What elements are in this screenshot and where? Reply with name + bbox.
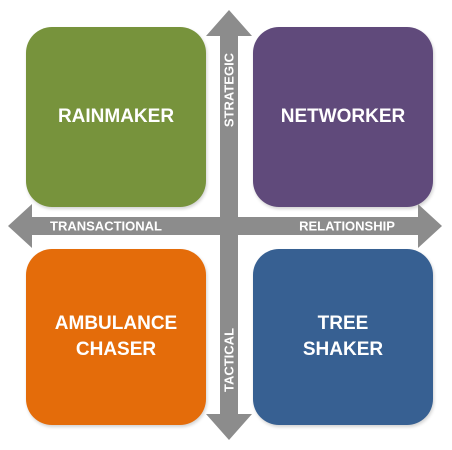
horizontal-axis-arrow: [8, 204, 442, 248]
quadrant-ambulance-chaser: AMBULANCE CHASER: [26, 249, 206, 425]
quadrant-rainmaker: RAINMAKER: [26, 27, 206, 207]
quadrant-networker: NETWORKER: [253, 27, 433, 207]
axis-label-strategic: STRATEGIC: [222, 52, 237, 127]
axis-label-transactional: TRANSACTIONAL: [50, 219, 162, 234]
quadrant-tree-shaker: TREE SHAKER: [253, 249, 433, 425]
quadrant-label-rainmaker: RAINMAKER: [57, 106, 175, 128]
quadrant-label-networker: NETWORKER: [280, 106, 406, 128]
quadrant-label-tree-shaker: TREE SHAKER: [302, 313, 384, 360]
axis-label-relationship: RELATIONSHIP: [299, 219, 395, 234]
quadrant-label-ambulance-chaser: AMBULANCE CHASER: [54, 313, 178, 360]
axis-label-tactical: TACTICAL: [222, 328, 237, 392]
